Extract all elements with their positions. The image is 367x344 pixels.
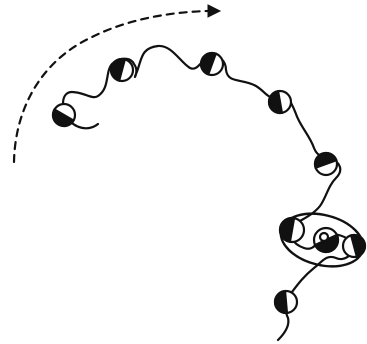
bead-group [49, 50, 367, 314]
half-shaded-bead-icon [198, 50, 223, 75]
half-shaded-bead-icon [312, 150, 337, 175]
half-shaded-bead-icon [278, 216, 304, 242]
half-shaded-bead-icon [49, 104, 75, 130]
curved-dashed-arrow-icon [14, 5, 220, 162]
wavy-chain-strand-icon [63, 46, 353, 340]
dashed-arrow-shaft [14, 11, 208, 162]
half-shaded-bead-icon [267, 91, 291, 115]
half-shaded-bead-icon [343, 233, 367, 257]
half-shaded-bead-icon [274, 291, 297, 314]
dashed-arrow-head [208, 5, 220, 17]
half-shaded-bead-icon [314, 228, 342, 256]
